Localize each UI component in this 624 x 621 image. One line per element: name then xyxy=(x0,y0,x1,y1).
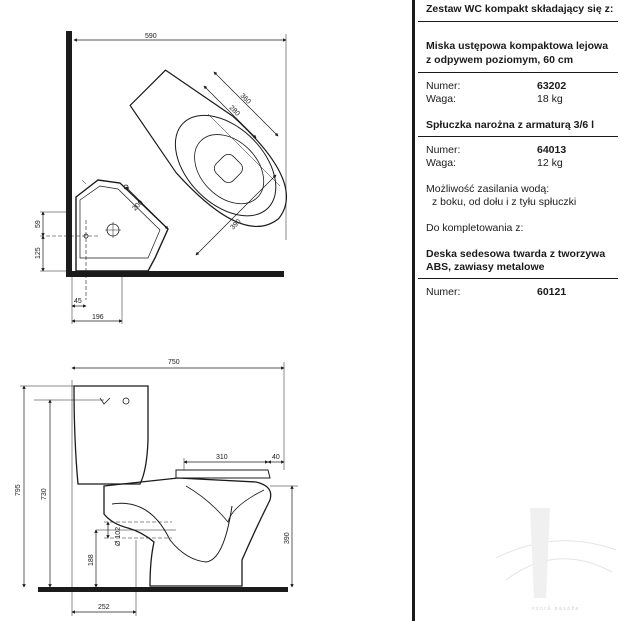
dim-252: 252 xyxy=(98,604,110,611)
wall-bottom xyxy=(66,271,284,277)
cistern-side xyxy=(73,385,149,485)
seat-number-value: 60121 xyxy=(537,286,567,298)
cistern-outline xyxy=(75,179,169,272)
dim-125: 125 xyxy=(35,247,42,259)
divider-line xyxy=(418,136,618,137)
watermark-logo: vzorů pasáže xyxy=(495,508,617,612)
spec-panel: Zestaw WC kompakt składający się z: Misk… xyxy=(418,0,624,621)
dim-188: 188 xyxy=(88,554,95,566)
floor xyxy=(38,587,288,592)
cistern-weight-value: 12 kg xyxy=(537,157,563,169)
dim-40: 40 xyxy=(272,454,280,461)
seat-title-line1: Deska sedesowa twarda z tworzywa xyxy=(426,248,606,260)
technical-drawing: 590 360 280 200 390 59 125 45 196 xyxy=(15,31,298,616)
dim-280: 280 xyxy=(228,104,241,117)
seat-side xyxy=(175,469,271,479)
dim-730: 730 xyxy=(41,488,48,500)
divider-line xyxy=(418,278,618,279)
dim-360: 360 xyxy=(239,92,252,105)
spec-heading: Zestaw WC kompakt składający się z: xyxy=(426,3,614,15)
dim-pipe: Ø 102 xyxy=(115,527,122,546)
dim-795: 795 xyxy=(15,484,22,496)
bowl-outline xyxy=(129,69,287,227)
wall-left xyxy=(66,31,72,277)
bowl-number-value: 63202 xyxy=(537,80,567,92)
dim-750: 750 xyxy=(168,359,180,366)
bowl-drain xyxy=(213,153,243,183)
cistern-title: Spłuczka narożna z armaturą 3/6 l xyxy=(426,119,595,131)
seat-title-line2: ABS, zawiasy metalowe xyxy=(426,261,545,273)
bowl-rim xyxy=(174,114,277,217)
cistern-number-value: 64013 xyxy=(537,144,567,156)
complement-label: Do kompletowania z: xyxy=(426,222,524,234)
cistern-weight-label: Waga: xyxy=(426,157,456,169)
bowl-title-line2: z odpywem poziomym, 60 cm xyxy=(426,54,574,66)
top-view xyxy=(40,31,287,324)
bowl-weight-value: 18 kg xyxy=(537,93,563,105)
cistern-number-label: Numer: xyxy=(426,144,461,156)
watermark-text: vzorů pasáže xyxy=(532,605,580,612)
dim-196: 196 xyxy=(92,314,104,321)
dim-390-side: 390 xyxy=(284,532,291,544)
flush-icon xyxy=(122,397,130,405)
side-view xyxy=(20,362,298,616)
dim-200: 200 xyxy=(131,199,144,212)
dim-310: 310 xyxy=(216,454,228,461)
cistern-supply-line1: Możliwość zasilania wodą: xyxy=(426,183,550,195)
divider-line xyxy=(418,72,618,73)
dim-45: 45 xyxy=(74,298,82,305)
bowl-title-line1: Miska ustępowa kompaktowa lejowa xyxy=(426,40,609,52)
seat-number-label: Numer: xyxy=(426,286,461,298)
bowl-side xyxy=(103,477,272,587)
dim-390: 390 xyxy=(229,218,242,231)
cistern-supply-line2: z boku, od dołu i z tyłu spłuczki xyxy=(432,196,577,208)
bowl-weight-label: Waga: xyxy=(426,93,456,105)
dim-590: 590 xyxy=(145,33,157,40)
dim-59: 59 xyxy=(35,220,42,228)
divider-line xyxy=(418,21,618,22)
bowl-number-label: Numer: xyxy=(426,80,461,92)
column-divider xyxy=(412,0,415,621)
